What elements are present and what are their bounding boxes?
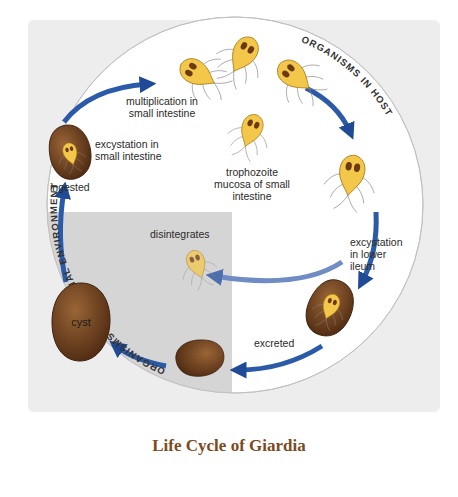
stage-label: ingested bbox=[50, 181, 110, 193]
stage-label: excreted bbox=[254, 337, 314, 349]
disintegrate-arrow bbox=[214, 262, 342, 281]
region-label: ORGANISMS IN HOST bbox=[300, 33, 395, 118]
diagram-title: Life Cycle of Giardia bbox=[0, 436, 458, 456]
cycle-arrow bbox=[238, 346, 322, 370]
region-label: ORGANISMS IN EXTERNAL ENVIRONMENT bbox=[48, 182, 167, 377]
stage-label: excystation in small intestine bbox=[95, 138, 171, 162]
excreted-cyst bbox=[173, 336, 227, 380]
node-text: cyst bbox=[50, 282, 112, 362]
trophozoite bbox=[320, 151, 380, 215]
cyst-node: cyst bbox=[50, 282, 112, 362]
trophozoite bbox=[221, 108, 276, 166]
ingested-cyst bbox=[43, 120, 97, 183]
cycle-arrow bbox=[306, 88, 350, 132]
stage-label: disintegrates bbox=[150, 228, 230, 240]
excysting-cyst bbox=[300, 273, 361, 342]
cycle-circle bbox=[47, 17, 423, 393]
cycle-circle-outline bbox=[47, 17, 423, 393]
stage-label: excystation in lower ileum bbox=[350, 236, 410, 272]
disintegrating-trophozoite bbox=[175, 245, 222, 295]
trophozoite bbox=[206, 26, 274, 96]
stage-label: multiplication in small intestine bbox=[120, 95, 204, 119]
stage-label: trophozoite mucosa of small intestine bbox=[212, 166, 292, 202]
